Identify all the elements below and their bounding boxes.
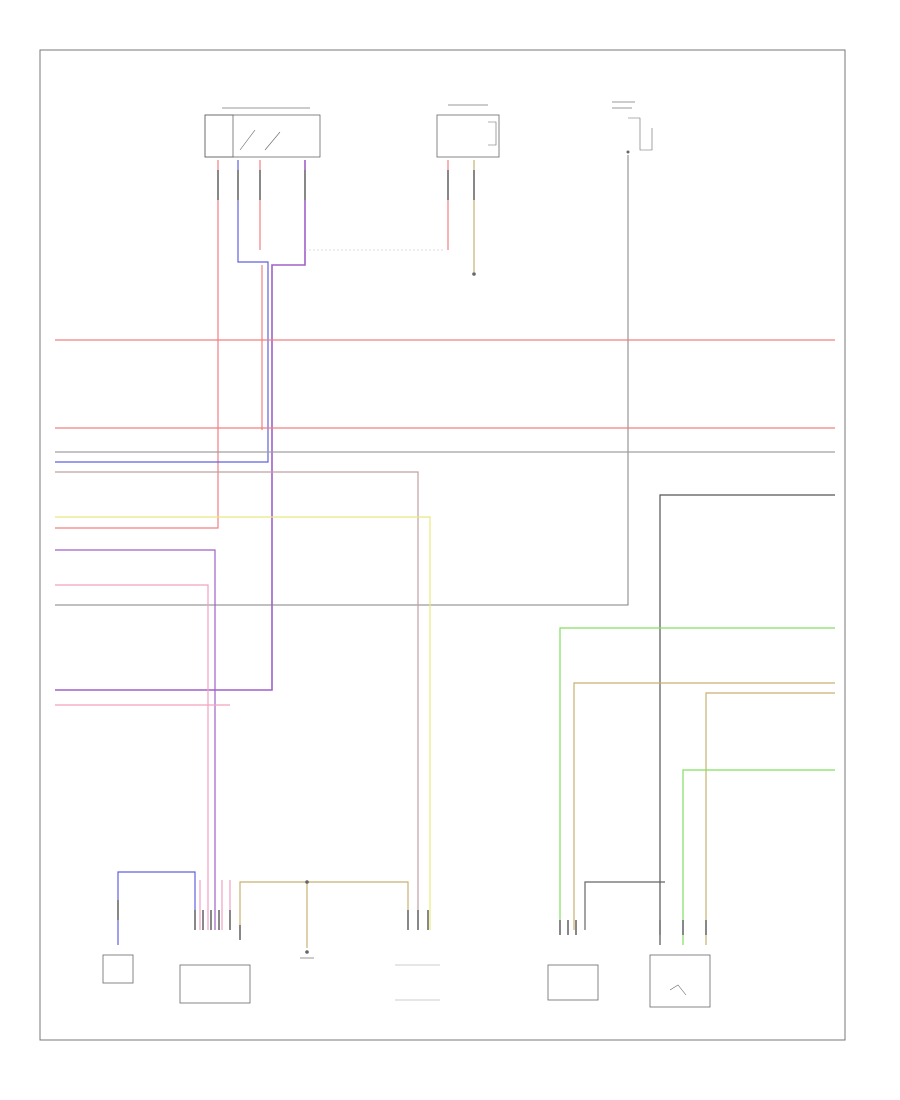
transmission-sensor <box>547 964 599 1001</box>
wires-top-switch <box>55 160 445 691</box>
clutch-position-module <box>102 954 134 984</box>
speed-sensor <box>649 954 711 1008</box>
diagram-frame <box>39 49 846 1041</box>
top-switch <box>204 107 321 158</box>
wires-bottom-left <box>117 871 409 954</box>
top-right-fuse <box>612 101 653 154</box>
wires-relay <box>447 160 476 276</box>
clutch-sensor <box>179 964 251 1004</box>
wires-right <box>559 494 835 945</box>
wires-fuse <box>55 155 629 606</box>
top-middle-relay <box>436 104 500 158</box>
connector-ticks <box>117 170 707 940</box>
brake-switch <box>395 964 440 1001</box>
bus-wires <box>55 339 835 930</box>
